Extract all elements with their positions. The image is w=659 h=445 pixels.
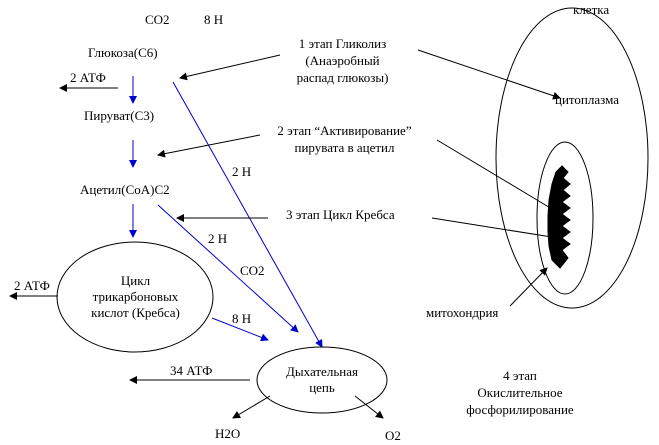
atp3-label: 34 АТФ: [170, 363, 213, 378]
mito-label: митохондрия: [426, 305, 499, 320]
co2-label: CO2: [240, 263, 265, 278]
acetyl-label: Ацетил(CoA)C2: [80, 182, 170, 197]
h2-b-label: 2 Н: [208, 231, 228, 246]
stage2-line-2: пирувата в ацетил: [294, 140, 395, 155]
arrow-acetyl-respchain: [157, 204, 299, 333]
h2o-label: H2O: [215, 426, 241, 441]
arrow-krebs-respchain: [211, 317, 269, 342]
pointer-stage1: [179, 54, 281, 81]
atp1-label: 2 АТФ: [70, 70, 106, 85]
header-co2: CO2: [145, 12, 170, 27]
o2-label: O2: [385, 428, 401, 443]
cytoplasm-label: цитоплазма: [555, 92, 619, 107]
stage1-line-1: 1 этап Гликолиз: [298, 36, 387, 51]
header-8h: 8 Н: [204, 12, 224, 27]
respchain-line-2: цепь: [309, 380, 335, 395]
stage1-line-2: (Анаэробный: [305, 53, 380, 68]
glucose-label: Глюкоза(C6): [88, 45, 158, 60]
krebs-line-1: Цикл: [120, 273, 151, 288]
stage4-line-1: 4 этап: [503, 368, 537, 383]
arrow-h2o: [232, 395, 271, 419]
stage3-label: 3 этап Цикл Кребса: [286, 207, 395, 222]
krebs-ellipse: [56, 241, 214, 353]
pointer-stage2: [157, 134, 261, 158]
arrow-o2: [354, 395, 384, 419]
cell-label: клетка: [573, 2, 610, 17]
respchain-line-1: Дыхательная: [286, 364, 358, 379]
pointer-stage3-mito: [431, 217, 559, 241]
respchain-ellipse: [256, 346, 388, 414]
pyruvate-label: Пируват(C3): [84, 108, 155, 123]
mito-outer: [536, 141, 594, 295]
pointer-cytoplasm: [417, 49, 561, 100]
h8-label: 8 Н: [232, 311, 252, 326]
stage4-line-3: фосфорилирование: [466, 402, 574, 417]
atp2-label: 2 АТФ: [14, 278, 50, 293]
krebs-line-3: кислот (Кребса): [91, 305, 180, 320]
stage1-line-3: распад глюкозы): [296, 70, 389, 85]
arrow-glucose-respchain: [172, 81, 323, 348]
krebs-line-2: трикарбоновых: [92, 289, 179, 304]
stage2-line-1: 2 этап “Активирование”: [277, 123, 412, 138]
pointer-stage2-mito: [436, 139, 558, 213]
cell-outer: [495, 7, 649, 309]
h2-a-label: 2 Н: [232, 164, 252, 179]
mito-cristae: [547, 165, 571, 269]
pointer-mito-label: [509, 267, 548, 307]
stage4-line-2: Окислительное: [477, 385, 563, 400]
